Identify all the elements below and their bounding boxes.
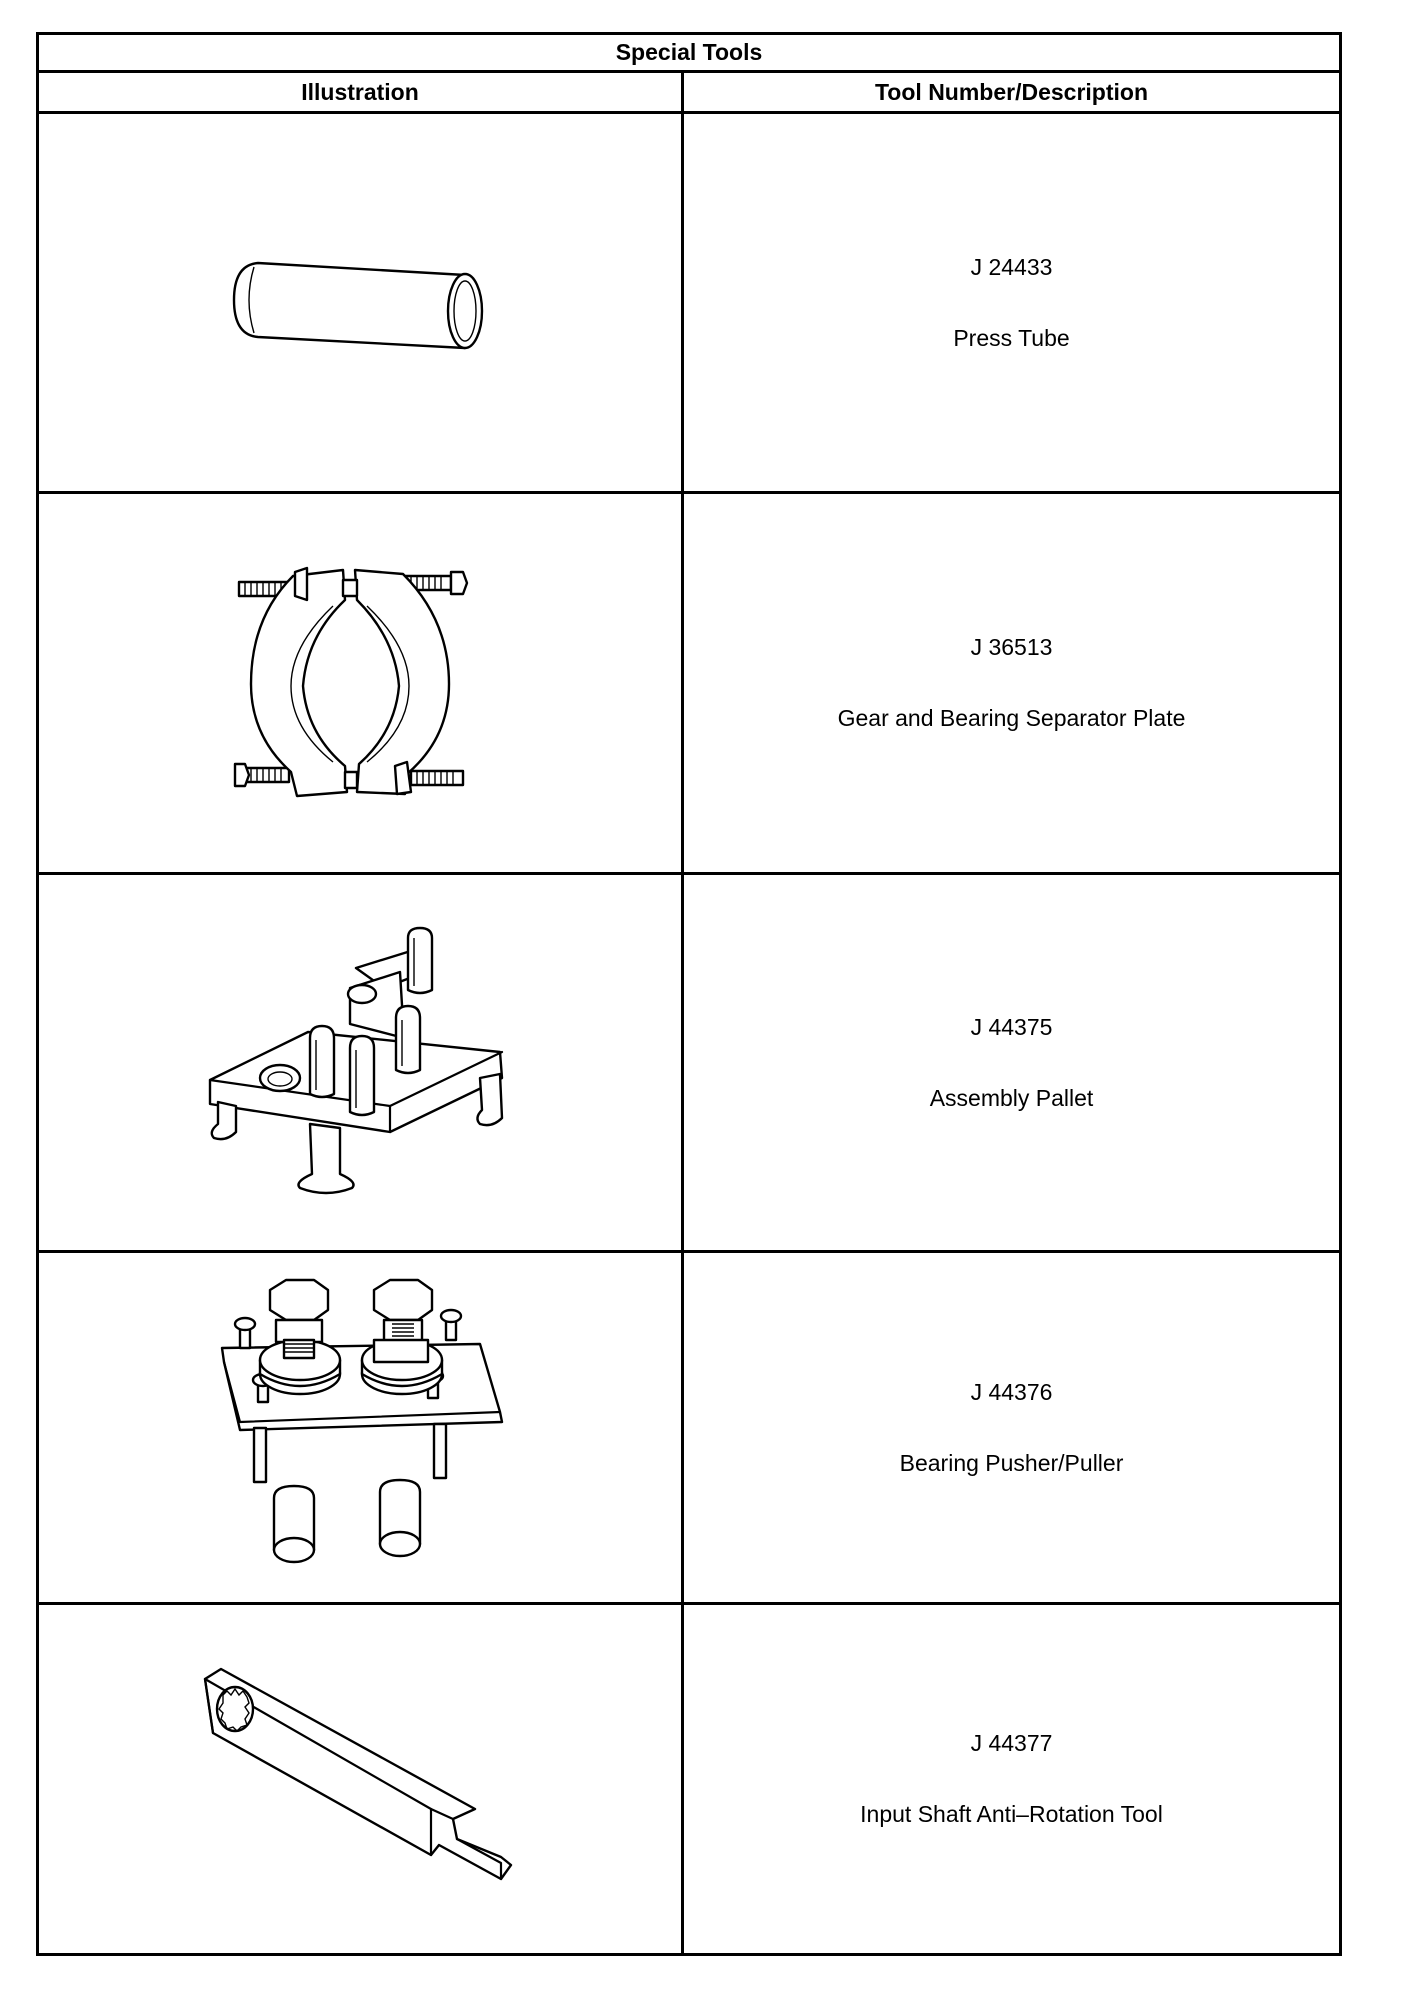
table-title: Special Tools	[36, 32, 1342, 73]
tool-description: Bearing Pusher/Puller	[899, 1449, 1124, 1476]
tool-number: J 36513	[970, 634, 1053, 660]
separator-plate-illustration	[235, 566, 485, 801]
table-row: J 44375 Assembly Pallet	[36, 872, 1342, 1253]
description-column-header: Tool Number/Description	[681, 70, 1342, 114]
description-cell: J 24433 Press Tube	[681, 111, 1342, 494]
press-tube-illustration	[230, 253, 490, 353]
illustration-cell	[36, 872, 684, 1253]
table-row: J 24433 Press Tube	[36, 111, 1342, 494]
tool-number: J 44375	[970, 1013, 1053, 1040]
illustration-cell	[36, 1602, 684, 1956]
illustration-cell	[36, 491, 684, 875]
table-row: J 36513 Gear and Bearing Separator Plate	[36, 491, 1342, 875]
table-row: J 44377 Input Shaft Anti–Rotation Tool	[36, 1602, 1342, 1956]
illustration-column-header: Illustration	[36, 70, 684, 114]
tool-description: Input Shaft Anti–Rotation Tool	[860, 1801, 1163, 1827]
tool-description: Gear and Bearing Separator Plate	[837, 705, 1186, 731]
illustration-cell	[36, 1250, 684, 1605]
tool-description: Press Tube	[953, 324, 1070, 351]
tool-number: J 44376	[970, 1378, 1053, 1405]
illustration-cell	[36, 111, 684, 494]
tool-description: Assembly Pallet	[929, 1084, 1094, 1111]
description-cell: J 36513 Gear and Bearing Separator Plate	[681, 491, 1342, 875]
bearing-pusher-puller-illustration	[210, 1280, 510, 1575]
special-tools-sheet: Special Tools Illustration Tool Number/D…	[36, 32, 1342, 1956]
tool-number: J 24433	[970, 253, 1053, 280]
description-cell: J 44375 Assembly Pallet	[681, 872, 1342, 1253]
assembly-pallet-illustration	[200, 928, 520, 1198]
description-cell: J 44377 Input Shaft Anti–Rotation Tool	[681, 1602, 1342, 1956]
description-cell: J 44376 Bearing Pusher/Puller	[681, 1250, 1342, 1605]
special-tools-table: Special Tools Illustration Tool Number/D…	[36, 32, 1342, 1956]
anti-rotation-tool-illustration	[205, 1669, 515, 1889]
table-row: J 44376 Bearing Pusher/Puller	[36, 1250, 1342, 1605]
tool-number: J 44377	[970, 1730, 1053, 1756]
